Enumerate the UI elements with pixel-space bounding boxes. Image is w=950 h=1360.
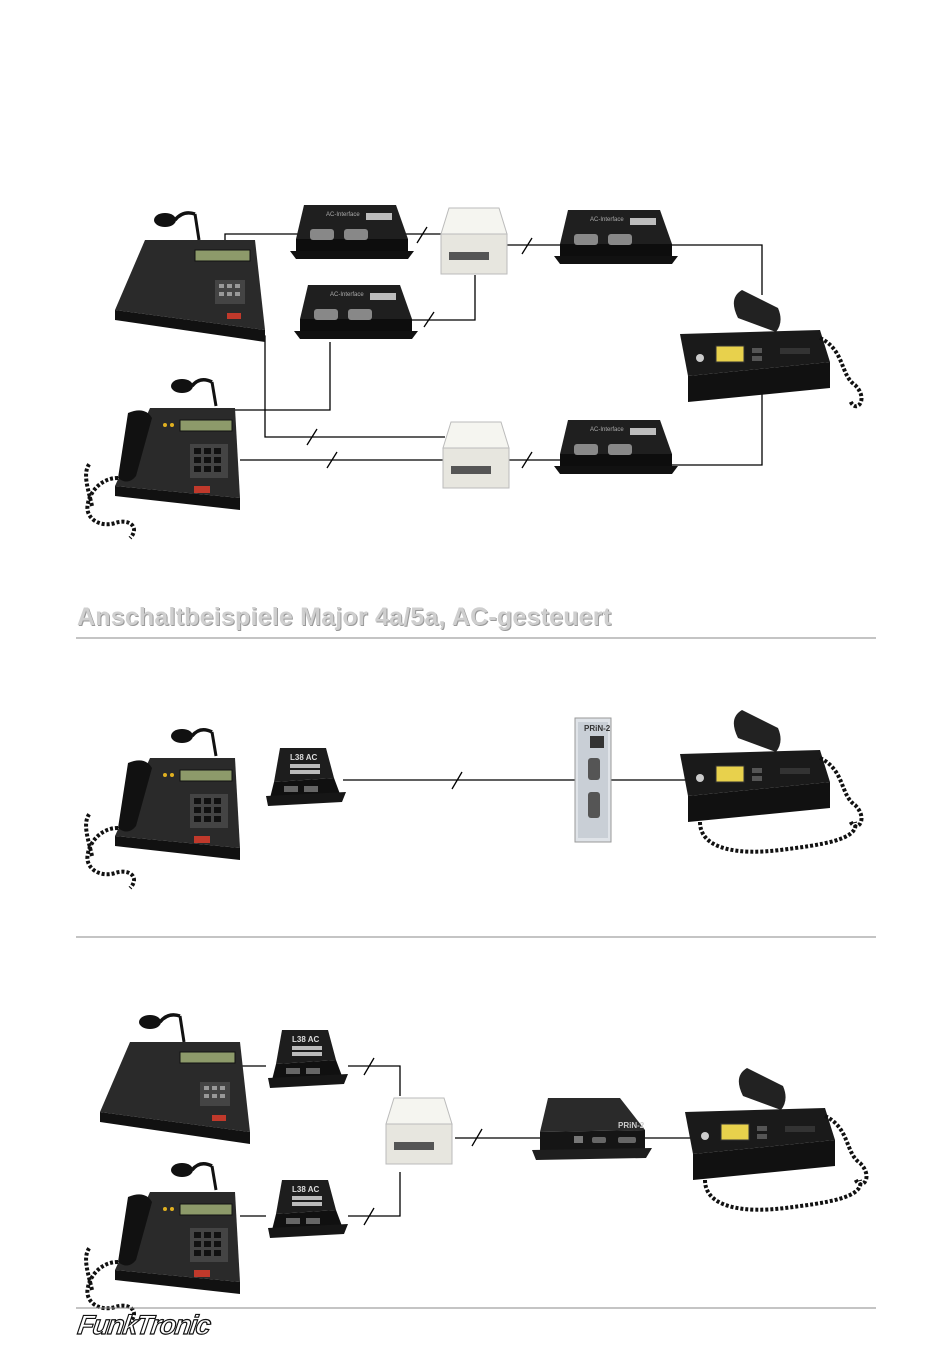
interface-box-2 xyxy=(294,285,418,339)
interface-box-1 xyxy=(290,205,414,259)
interface-box-3 xyxy=(554,210,678,264)
l38-ac-label-1: L38 AC xyxy=(290,753,317,762)
diagram-2 xyxy=(343,772,685,789)
phone-console-2 xyxy=(86,729,240,888)
mobile-radio-1 xyxy=(680,290,861,406)
converter-box-3 xyxy=(386,1098,452,1164)
funktronic-logo: FunkTronic xyxy=(76,1310,212,1341)
compact-unit-label: PRiN-2 xyxy=(618,1121,645,1130)
interface-box-4 xyxy=(554,420,678,474)
rack-card-label: PRiN-2 xyxy=(584,724,611,733)
desk-console-1 xyxy=(115,213,265,342)
converter-box-2 xyxy=(443,422,509,488)
mobile-radio-2 xyxy=(680,710,861,852)
mobile-radio-3 xyxy=(685,1068,866,1210)
phone-console-1 xyxy=(86,379,240,538)
compact-unit: PRiN-2 xyxy=(532,1098,652,1160)
section-heading: Anschaltbeispiele Major 4a/5a, AC-gesteu… xyxy=(77,603,611,632)
l38-ac-label-3: L38 AC xyxy=(292,1185,319,1194)
l38-ac-label-2: L38 AC xyxy=(292,1035,319,1044)
converter-box-1 xyxy=(441,208,507,274)
phone-console-3 xyxy=(86,1163,240,1322)
rack-card: PRiN-2 xyxy=(575,718,611,842)
desk-console-2 xyxy=(100,1015,250,1144)
